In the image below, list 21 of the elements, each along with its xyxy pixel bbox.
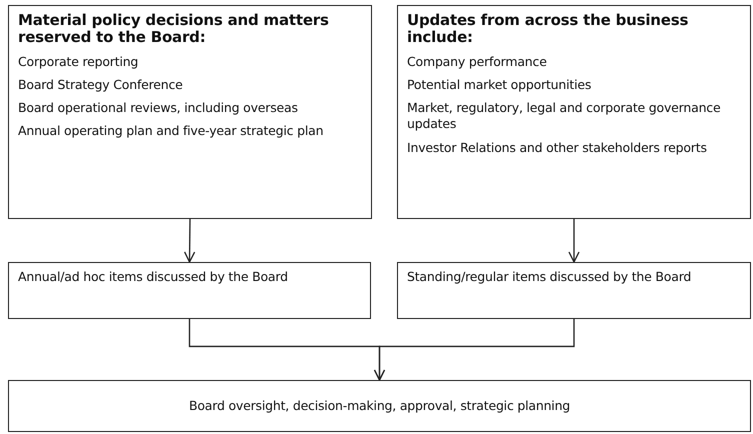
list-item: Investor Relations and other stakeholders reports — [407, 140, 708, 156]
list-item: Potential market opportunities — [407, 76, 592, 93]
list-item: Company performance — [407, 54, 548, 70]
arrow — [374, 319, 575, 381]
box-heading: Updates from across the business include: — [407, 12, 690, 46]
list-item: Board operational reviews, including overseas — [18, 100, 299, 116]
box-text: Standing/regular items discussed by the Board — [407, 269, 692, 286]
list-box — [8, 5, 372, 219]
list-item: Board Strategy Conference — [18, 76, 184, 93]
process-box — [8, 262, 371, 319]
list-item: Corporate reporting — [18, 54, 140, 70]
process-box — [397, 262, 751, 319]
outcome-box — [8, 380, 751, 432]
arrow — [568, 219, 580, 263]
arrow — [184, 219, 196, 263]
list-item: Annual operating plan and five-year strategic plan — [18, 123, 324, 140]
list-box — [397, 5, 751, 219]
box-heading: Material policy decisions and matters reserved to the Board: — [18, 12, 330, 46]
box-text: Board oversight, decision-making, approval, strategic planning — [188, 398, 570, 414]
box-text: Annual/ad hoc items discussed by the Board — [18, 269, 289, 286]
list-item: Market, regulatory, legal and corporate governance updates — [407, 100, 722, 132]
